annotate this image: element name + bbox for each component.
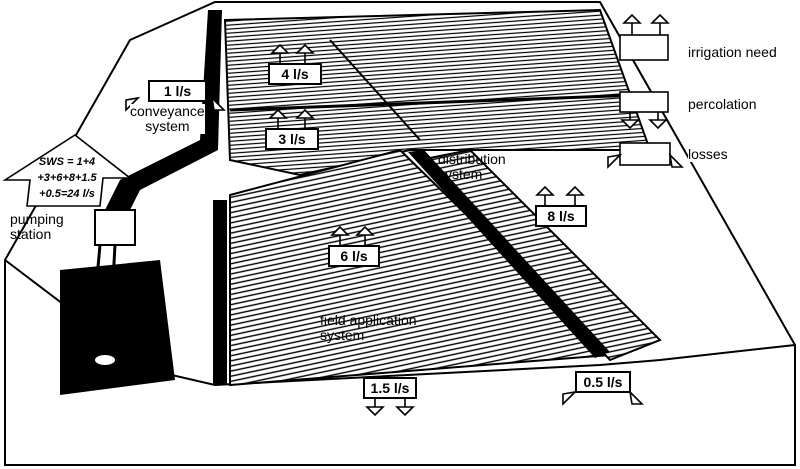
arrows-up-icon (619, 34, 669, 61)
sws-equation: SWS = 1+4+3+6+8+1.5+0.5=24 l/s (37, 156, 97, 200)
field-main-need-box: 6 l/s (328, 245, 380, 267)
legend-losses: losses (688, 146, 728, 162)
canals (100, 10, 610, 385)
percolation-box: 1.5 l/s (363, 377, 417, 399)
conveyance-loss-box: 1 l/s (148, 80, 207, 102)
legend-icons (607, 13, 684, 169)
distribution-loss-box: 0.5 l/s (575, 371, 631, 393)
arrows-down-icon (619, 91, 669, 113)
flow-arrows (2, 43, 644, 417)
field-top-need-box: 4 l/s (268, 63, 322, 85)
field-right-need-box: 8 l/s (535, 205, 587, 227)
legend-irrigation-need: irrigation need (688, 44, 777, 60)
arrows-diagonal-icon (619, 142, 671, 166)
field-mid-need-box: 3 l/s (265, 128, 319, 150)
upper-fields (223, 8, 652, 177)
pond (60, 209, 175, 395)
legend-percolation: percolation (688, 96, 757, 112)
sws-arrow (2, 134, 133, 207)
